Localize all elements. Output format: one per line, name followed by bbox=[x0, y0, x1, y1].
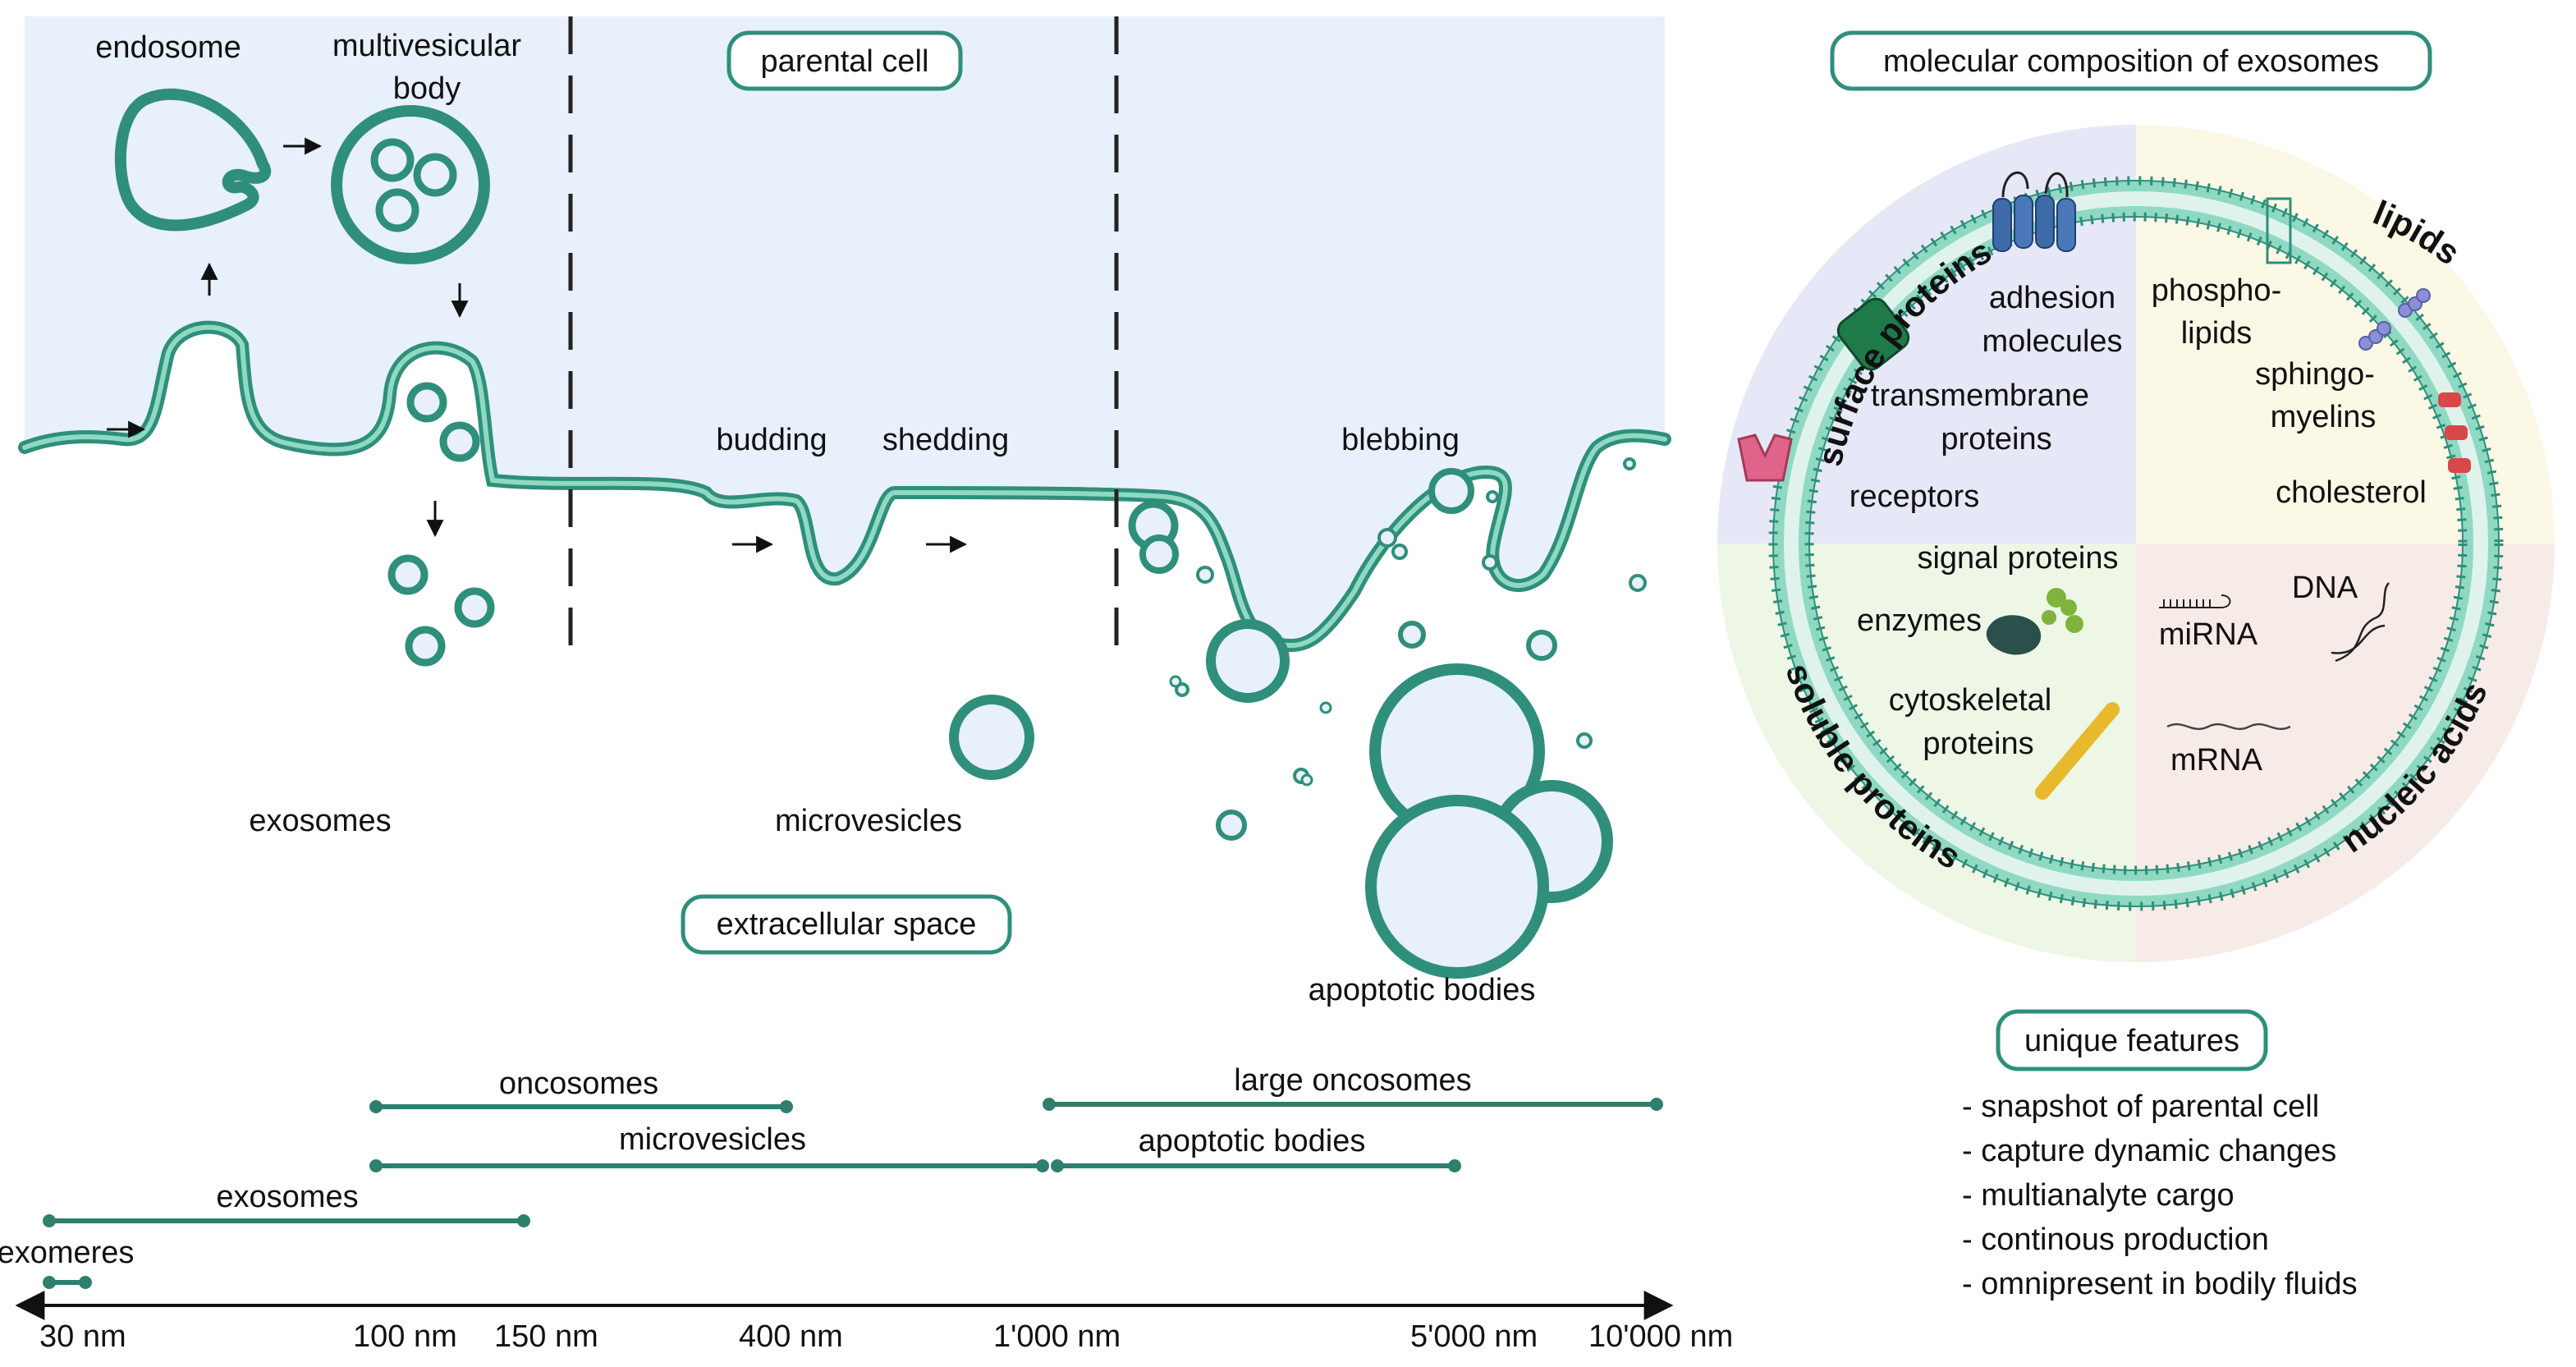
label-sphingo: sphingo- bbox=[2255, 357, 2375, 392]
label-mirna: miRNA bbox=[2159, 617, 2258, 652]
axis-ticks: 30 nm 100 nm 150 nm 400 nm 1'000 nm 5'00… bbox=[39, 1319, 1733, 1354]
label-blebbing: blebbing bbox=[1341, 423, 1460, 457]
feature-item: - snapshot of parental cell bbox=[1962, 1089, 2319, 1124]
range-label: exosomes bbox=[216, 1180, 358, 1214]
mirna-icon bbox=[2159, 594, 2231, 608]
process-arrows bbox=[107, 137, 968, 553]
size-scale: oncosomes large oncosomes microvesicles … bbox=[0, 1063, 1733, 1354]
label-proteins-cs: proteins bbox=[1923, 727, 2033, 761]
label-apoptotic-bodies: apoptotic bodies bbox=[1309, 973, 1536, 1007]
mrna-icon bbox=[2166, 722, 2291, 731]
transmembrane-protein-icon bbox=[1836, 297, 1910, 371]
label-mrna: mRNA bbox=[2170, 743, 2263, 778]
feature-item: - capture dynamic changes bbox=[1962, 1134, 2336, 1168]
range-apoptotic-bodies: apoptotic bodies bbox=[1051, 1124, 1461, 1172]
label-parental-cell: parental cell bbox=[761, 44, 929, 79]
cholesterol-icon bbox=[2438, 392, 2471, 473]
range-label: exomeres bbox=[0, 1236, 134, 1270]
tick-label: 100 nm bbox=[353, 1319, 457, 1354]
parental-cell-badge: parental cell bbox=[727, 30, 963, 91]
cytoskeletal-protein-icon bbox=[2035, 700, 2121, 800]
label-molecules: molecules bbox=[1982, 324, 2122, 359]
range-label: oncosomes bbox=[499, 1067, 658, 1101]
endosome bbox=[114, 88, 272, 232]
label-dna: DNA bbox=[2292, 571, 2358, 605]
biogenesis-panel: endosome multivesicular body parental ce… bbox=[18, 16, 1671, 1007]
phospholipid-icon bbox=[2266, 197, 2292, 264]
composition-panel: molecular composition of exosomes bbox=[1717, 30, 2555, 962]
tick-label: 30 nm bbox=[39, 1319, 126, 1354]
microvesicle bbox=[949, 695, 1034, 780]
tick-label: 150 nm bbox=[494, 1319, 598, 1354]
features-panel: unique features - snapshot of parental c… bbox=[1962, 1009, 2358, 1301]
label-endosome: endosome bbox=[95, 30, 241, 65]
label-budding: budding bbox=[716, 423, 827, 457]
feature-item: - omnipresent in bodily fluids bbox=[1962, 1267, 2358, 1301]
label-shedding: shedding bbox=[882, 423, 1009, 457]
range-exomeres: exomeres bbox=[0, 1236, 134, 1289]
label-signal-proteins: signal proteins bbox=[1917, 541, 2118, 576]
label-body: body bbox=[393, 71, 461, 106]
composition-title-badge: molecular composition of exosomes bbox=[1830, 30, 2432, 91]
feature-item: - continous production bbox=[1962, 1223, 2269, 1257]
features-title: unique features bbox=[2024, 1024, 2239, 1058]
label-transmembrane: transmembrane bbox=[1871, 378, 2089, 413]
range-label: large oncosomes bbox=[1234, 1063, 1471, 1098]
enzyme-icon bbox=[1986, 615, 2042, 655]
adhesion-molecule-icon bbox=[1992, 171, 2076, 252]
range-label: microvesicles bbox=[619, 1122, 806, 1157]
range-microvesicles: microvesicles bbox=[369, 1122, 1049, 1172]
tick-label: 400 nm bbox=[739, 1319, 843, 1354]
label-exosomes: exosomes bbox=[249, 804, 391, 838]
multivesicular-body bbox=[331, 105, 490, 264]
receptor-icon bbox=[1737, 433, 1793, 482]
feature-item: - multianalyte cargo bbox=[1962, 1178, 2235, 1213]
label-enzymes: enzymes bbox=[1857, 603, 1982, 638]
label-multivesicular: multivesicular bbox=[332, 29, 522, 63]
apoptotic-bodies-group bbox=[1169, 457, 1647, 979]
label-microvesicles: microvesicles bbox=[775, 804, 962, 838]
label-cytoskeletal: cytoskeletal bbox=[1889, 683, 2052, 718]
tick-label: 10'000 nm bbox=[1588, 1319, 1733, 1354]
parental-cell-area bbox=[25, 16, 1665, 646]
label-myelins: myelins bbox=[2271, 400, 2377, 434]
extracellular-space-badge: extracellular space bbox=[681, 894, 1012, 955]
range-oncosomes: oncosomes bbox=[369, 1067, 793, 1113]
label-lipids-item: lipids bbox=[2181, 316, 2253, 351]
label-extracellular-space: extracellular space bbox=[717, 907, 977, 942]
exosome-vesicles bbox=[387, 554, 495, 667]
label-receptors: receptors bbox=[1849, 479, 1979, 514]
range-label: apoptotic bodies bbox=[1139, 1124, 1366, 1158]
range-large-oncosomes: large oncosomes bbox=[1043, 1063, 1663, 1111]
range-exosomes: exosomes bbox=[43, 1180, 530, 1227]
dna-icon bbox=[2331, 582, 2390, 663]
label-phospho: phospho- bbox=[2152, 273, 2281, 308]
label-proteins-tm: proteins bbox=[1941, 422, 2051, 456]
tick-label: 1'000 nm bbox=[993, 1319, 1121, 1354]
label-cholesterol: cholesterol bbox=[2276, 475, 2427, 510]
label-adhesion: adhesion bbox=[1989, 281, 2115, 315]
lipid-bilayer bbox=[1768, 176, 2504, 911]
tick-label: 5'000 nm bbox=[1410, 1319, 1538, 1354]
signal-protein-icon bbox=[2042, 588, 2083, 633]
composition-title: molecular composition of exosomes bbox=[1883, 44, 2379, 79]
sphingomyelin-icon bbox=[2358, 288, 2431, 351]
